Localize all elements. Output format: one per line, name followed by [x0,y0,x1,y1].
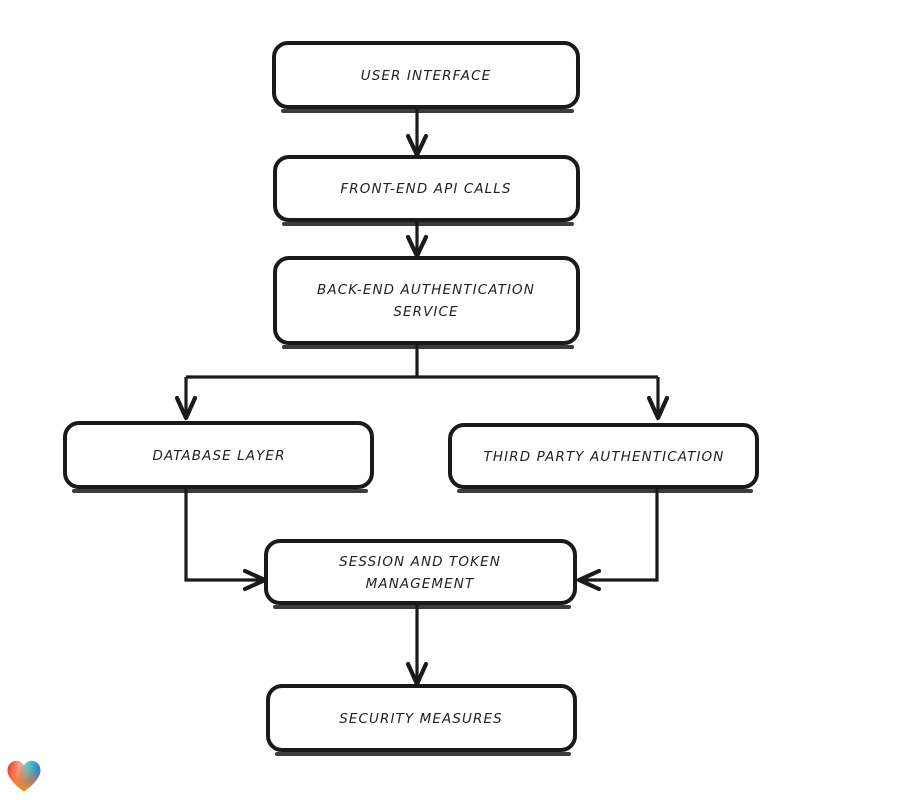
node-security-measures-shape [266,684,577,752]
node-third-party-authentication[interactable]: THIRD PARTY AUTHENTICATION [448,423,759,493]
node-third-party-authentication-shape [448,423,759,489]
edge-back-end-authentication-service-to-third-party-authentication [646,377,670,421]
node-security-measures[interactable]: SECURITY MEASURES [266,684,577,756]
node-back-end-authentication-service[interactable]: BACK-END AUTHENTICATION SERVICE [273,256,580,349]
edge-session-and-token-management-to-security-measures [405,603,429,687]
node-session-and-token-management-label-line1: SESSION AND TOKEN [339,554,501,570]
node-front-end-api-calls-shape [273,155,580,222]
node-session-and-token-management-shape [264,539,577,605]
node-database-layer-label: DATABASE LAYER [152,448,285,464]
node-session-and-token-management[interactable]: SESSION AND TOKEN MANAGEMENT [264,539,577,609]
edge-database-layer-to-session-and-token-management [184,487,268,592]
node-front-end-api-calls-label: FRONT-END API CALLS [340,181,511,197]
edge-user-interface-to-front-end-api-calls [405,107,429,158]
node-back-end-authentication-service-label-line1: BACK-END AUTHENTICATION [317,282,535,298]
edge-layer [174,107,670,687]
node-layer: USER INTERFACE FRONT-END API CALLS BACK-… [63,41,759,756]
node-session-and-token-management-label-line2: MANAGEMENT [366,576,475,592]
edge-third-party-authentication-to-session-and-token-management [576,487,659,592]
heart-icon-warm-overlay [7,760,41,792]
node-database-layer-shape [63,421,374,489]
node-security-measures-label: SECURITY MEASURES [339,711,503,727]
edge-back-end-authentication-service-to-database-layer [174,377,198,421]
node-back-end-authentication-service-shape [273,256,580,345]
node-user-interface-label: USER INTERFACE [361,68,491,84]
node-user-interface[interactable]: USER INTERFACE [272,41,580,113]
node-user-interface-shape [272,41,580,109]
node-back-end-authentication-service-label-line2: SERVICE [393,304,458,320]
node-third-party-authentication-label: THIRD PARTY AUTHENTICATION [484,449,725,465]
heart-icon[interactable] [6,759,42,793]
node-database-layer[interactable]: DATABASE LAYER [63,421,374,493]
node-front-end-api-calls[interactable]: FRONT-END API CALLS [273,155,580,226]
